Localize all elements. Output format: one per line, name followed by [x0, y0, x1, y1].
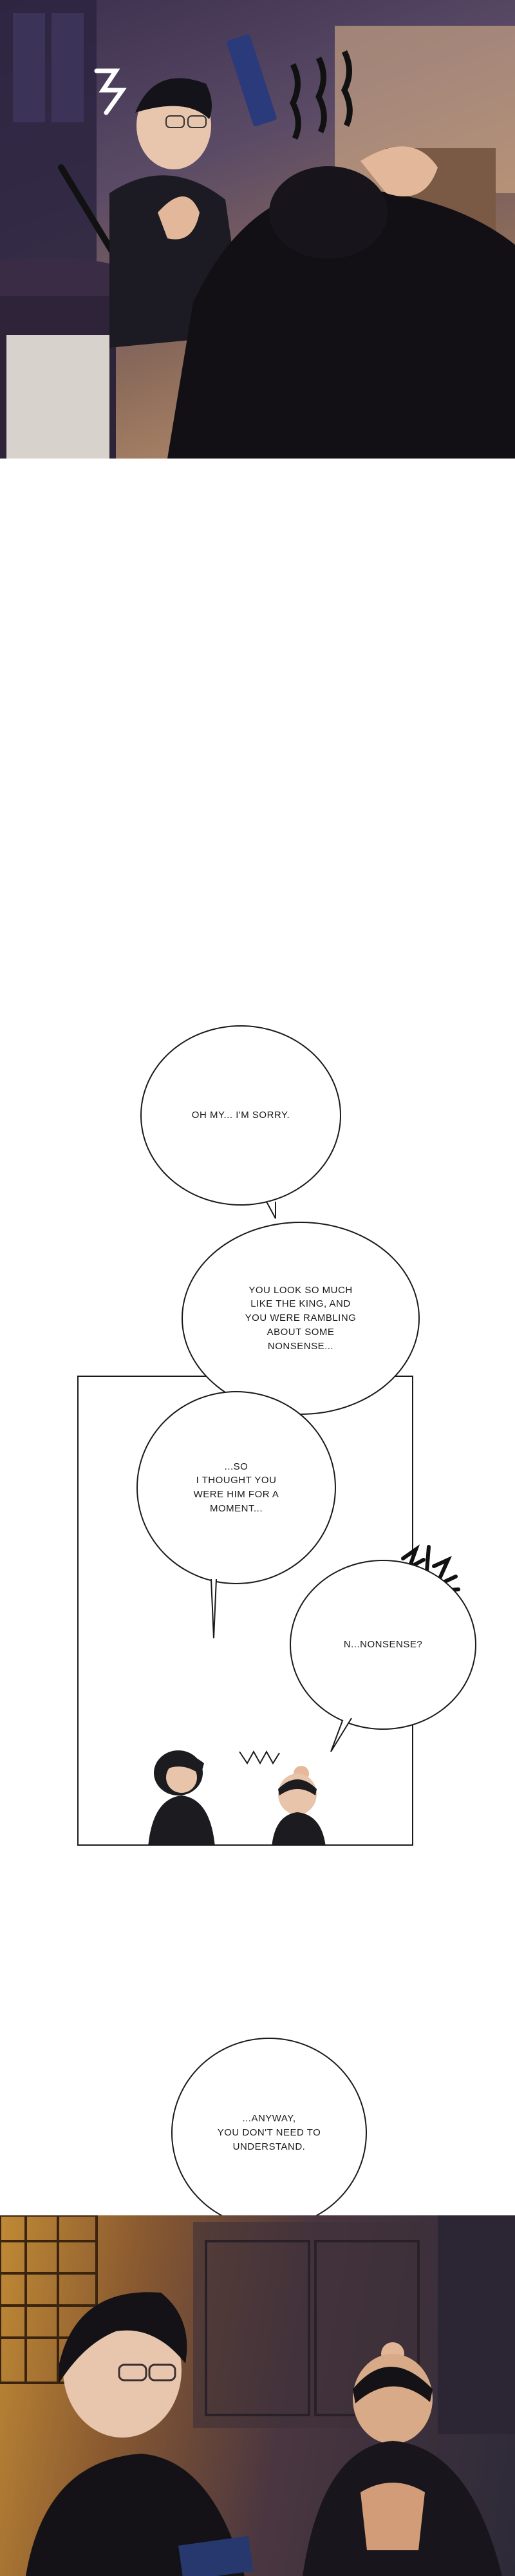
tremble-mark	[315, 56, 327, 133]
top-illustration-panel	[0, 0, 515, 459]
window-pane	[52, 13, 84, 122]
speech-bubble-3-text: ...SO I THOUGHT YOU WERE HIM FOR A MOMEN…	[193, 1461, 279, 1514]
glasses	[118, 2363, 147, 2382]
tall-man-face	[166, 1762, 197, 1793]
bottom-illustration-panel	[0, 2215, 515, 2576]
bald-man-chest	[360, 2483, 425, 2550]
seated-man-hair	[135, 78, 212, 119]
foreground-man-back	[167, 187, 515, 459]
top-scene-drawing	[0, 0, 515, 459]
quill-pen	[58, 164, 119, 261]
speech-bubble-5: ...ANYWAY, YOU DON'T NEED TO UNDERSTAND.	[171, 2038, 367, 2228]
middle-scene-drawing	[148, 1750, 326, 1844]
speech-bubble-4-tail	[330, 1718, 352, 1752]
tremble-mark	[289, 62, 301, 140]
surprise-mark	[239, 1750, 280, 1765]
tremble-mark	[341, 50, 353, 127]
round-table	[0, 258, 142, 309]
glasses-man-hair	[59, 2292, 187, 2383]
background-pillar	[438, 2215, 515, 2434]
raised-hand	[360, 146, 438, 196]
glasses	[187, 115, 207, 128]
speech-bubble-5-text: ...ANYWAY, YOU DON'T NEED TO UNDERSTAND.	[217, 2113, 321, 2152]
glasses	[165, 115, 185, 128]
tall-man-hair	[156, 1753, 204, 1775]
speech-bubble-3: ...SO I THOUGHT YOU WERE HIM FOR A MOMEN…	[136, 1391, 336, 1584]
speech-bubble-4-text: N...NONSENSE?	[343, 1639, 423, 1651]
speech-bubble-1-text: OH MY... I'M SORRY.	[191, 1110, 290, 1121]
shock-mark-icon	[401, 1544, 460, 1593]
bottom-scene-drawing	[0, 2215, 515, 2576]
bald-man-hair	[353, 2367, 433, 2403]
speech-bubble-1-tail	[266, 1201, 276, 1219]
speech-bubble-4: N...NONSENSE?	[290, 1560, 476, 1730]
seated-man-legs	[6, 335, 109, 459]
grabbing-hand	[158, 196, 200, 240]
speech-bubble-2-text: YOU LOOK SO MUCH LIKE THE KING, AND YOU …	[245, 1284, 357, 1352]
glasses	[148, 2363, 176, 2382]
tall-man-body	[148, 1795, 215, 1844]
blue-book	[178, 2535, 254, 2576]
speech-bubble-2: YOU LOOK SO MUCH LIKE THE KING, AND YOU …	[182, 1222, 420, 1415]
foreground-man-head	[269, 166, 388, 259]
window-pane	[13, 13, 45, 122]
lattice-window	[0, 2215, 98, 2384]
speech-bubble-1: OH MY... I'M SORRY.	[140, 1025, 341, 1206]
speech-bubble-3-tail	[211, 1578, 217, 1639]
bald-man-hair	[278, 1779, 317, 1795]
shock-mark	[94, 68, 127, 115]
bald-man-body	[272, 1812, 326, 1844]
blue-book	[227, 34, 277, 127]
